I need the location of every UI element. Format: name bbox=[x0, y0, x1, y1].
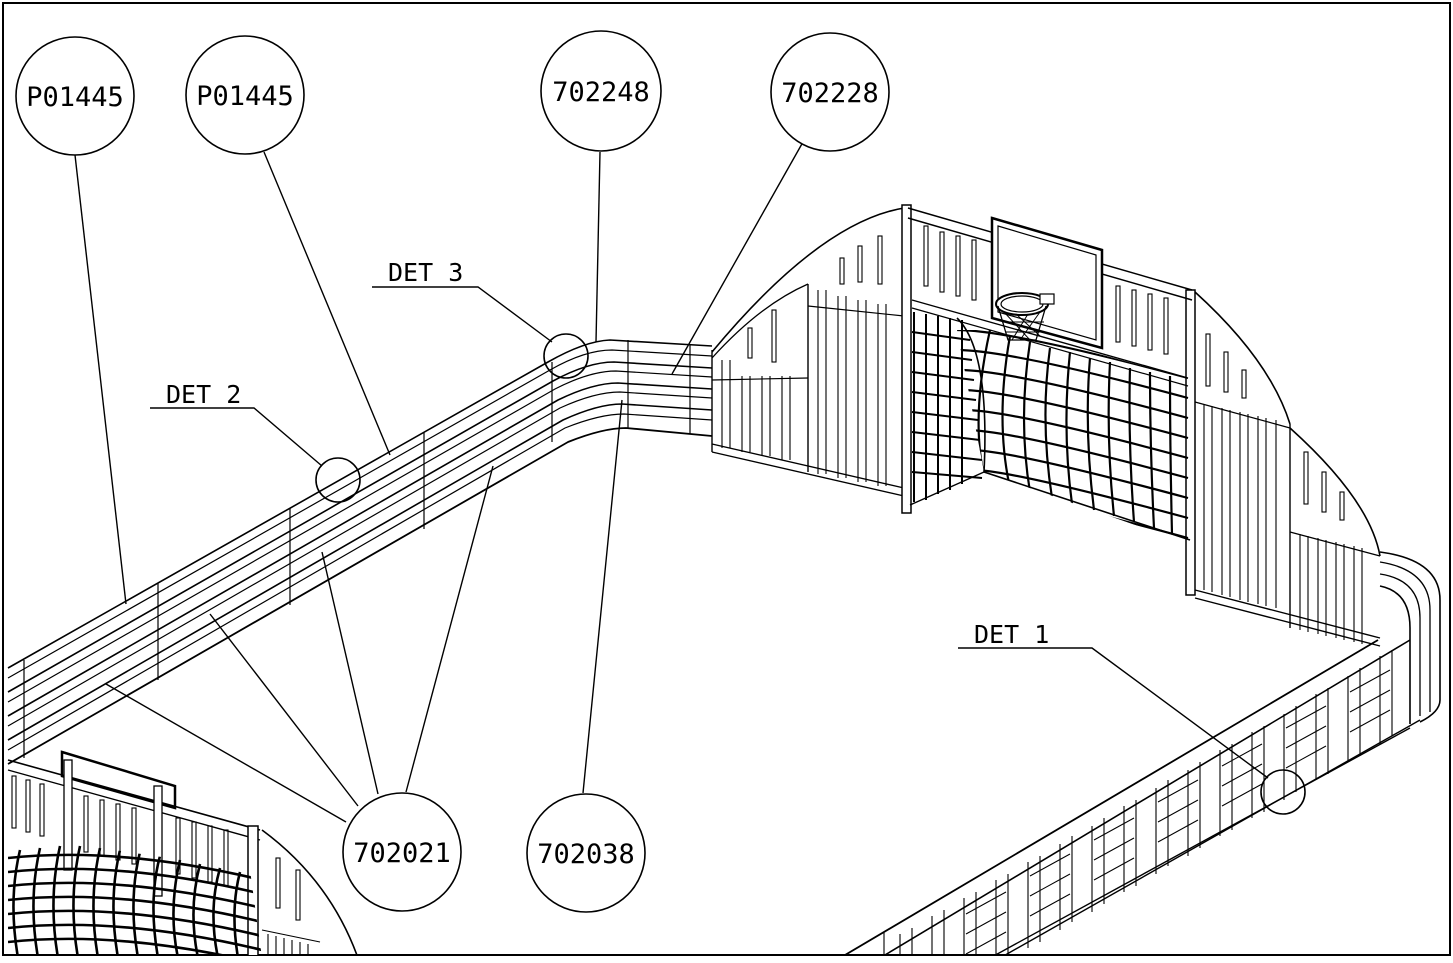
basketball-backboard bbox=[990, 216, 1104, 350]
part-callout-702248: 702248 bbox=[540, 30, 662, 343]
detail-label: DET 3 bbox=[388, 258, 463, 287]
part-callout-702038: 702038 bbox=[526, 399, 646, 913]
callout-label: 702038 bbox=[537, 839, 635, 870]
callout-label: 702248 bbox=[552, 77, 650, 108]
goal-frame-left bbox=[7, 750, 358, 955]
left-boarding bbox=[7, 339, 713, 765]
right-boarding bbox=[843, 551, 1441, 955]
back-left-arc-panel bbox=[711, 207, 905, 497]
detail-circle bbox=[315, 457, 361, 503]
callout-label: P01445 bbox=[196, 81, 294, 112]
callout-balloon bbox=[185, 35, 305, 155]
callout-balloon bbox=[540, 30, 662, 152]
part-callout-702228: 702228 bbox=[671, 32, 890, 375]
back-right-arc-panel bbox=[1194, 291, 1381, 647]
part-callout-p01445-a: P01445 bbox=[15, 36, 135, 605]
callout-balloon bbox=[526, 793, 646, 913]
detail-label: DET 2 bbox=[166, 380, 241, 409]
detail-circle bbox=[543, 333, 589, 379]
part-callout-p01445-b: P01445 bbox=[185, 35, 391, 456]
callout-label: P01445 bbox=[26, 82, 124, 113]
callout-balloon bbox=[15, 36, 135, 156]
detail-circle bbox=[1260, 769, 1306, 815]
callout-label: 702228 bbox=[781, 78, 879, 109]
basketball-hoop bbox=[995, 292, 1055, 341]
detail-label: DET 1 bbox=[974, 620, 1049, 649]
part-callout-702021: 702021 bbox=[105, 465, 494, 912]
callout-balloon bbox=[770, 32, 890, 152]
detail-marker-det-1: DET 1 bbox=[958, 620, 1306, 815]
callout-label: 702021 bbox=[353, 838, 451, 869]
detail-marker-det-2: DET 2 bbox=[150, 380, 361, 503]
callout-balloon bbox=[342, 792, 462, 912]
court-assembly bbox=[7, 204, 1441, 955]
detail-marker-det-3: DET 3 bbox=[372, 258, 589, 379]
